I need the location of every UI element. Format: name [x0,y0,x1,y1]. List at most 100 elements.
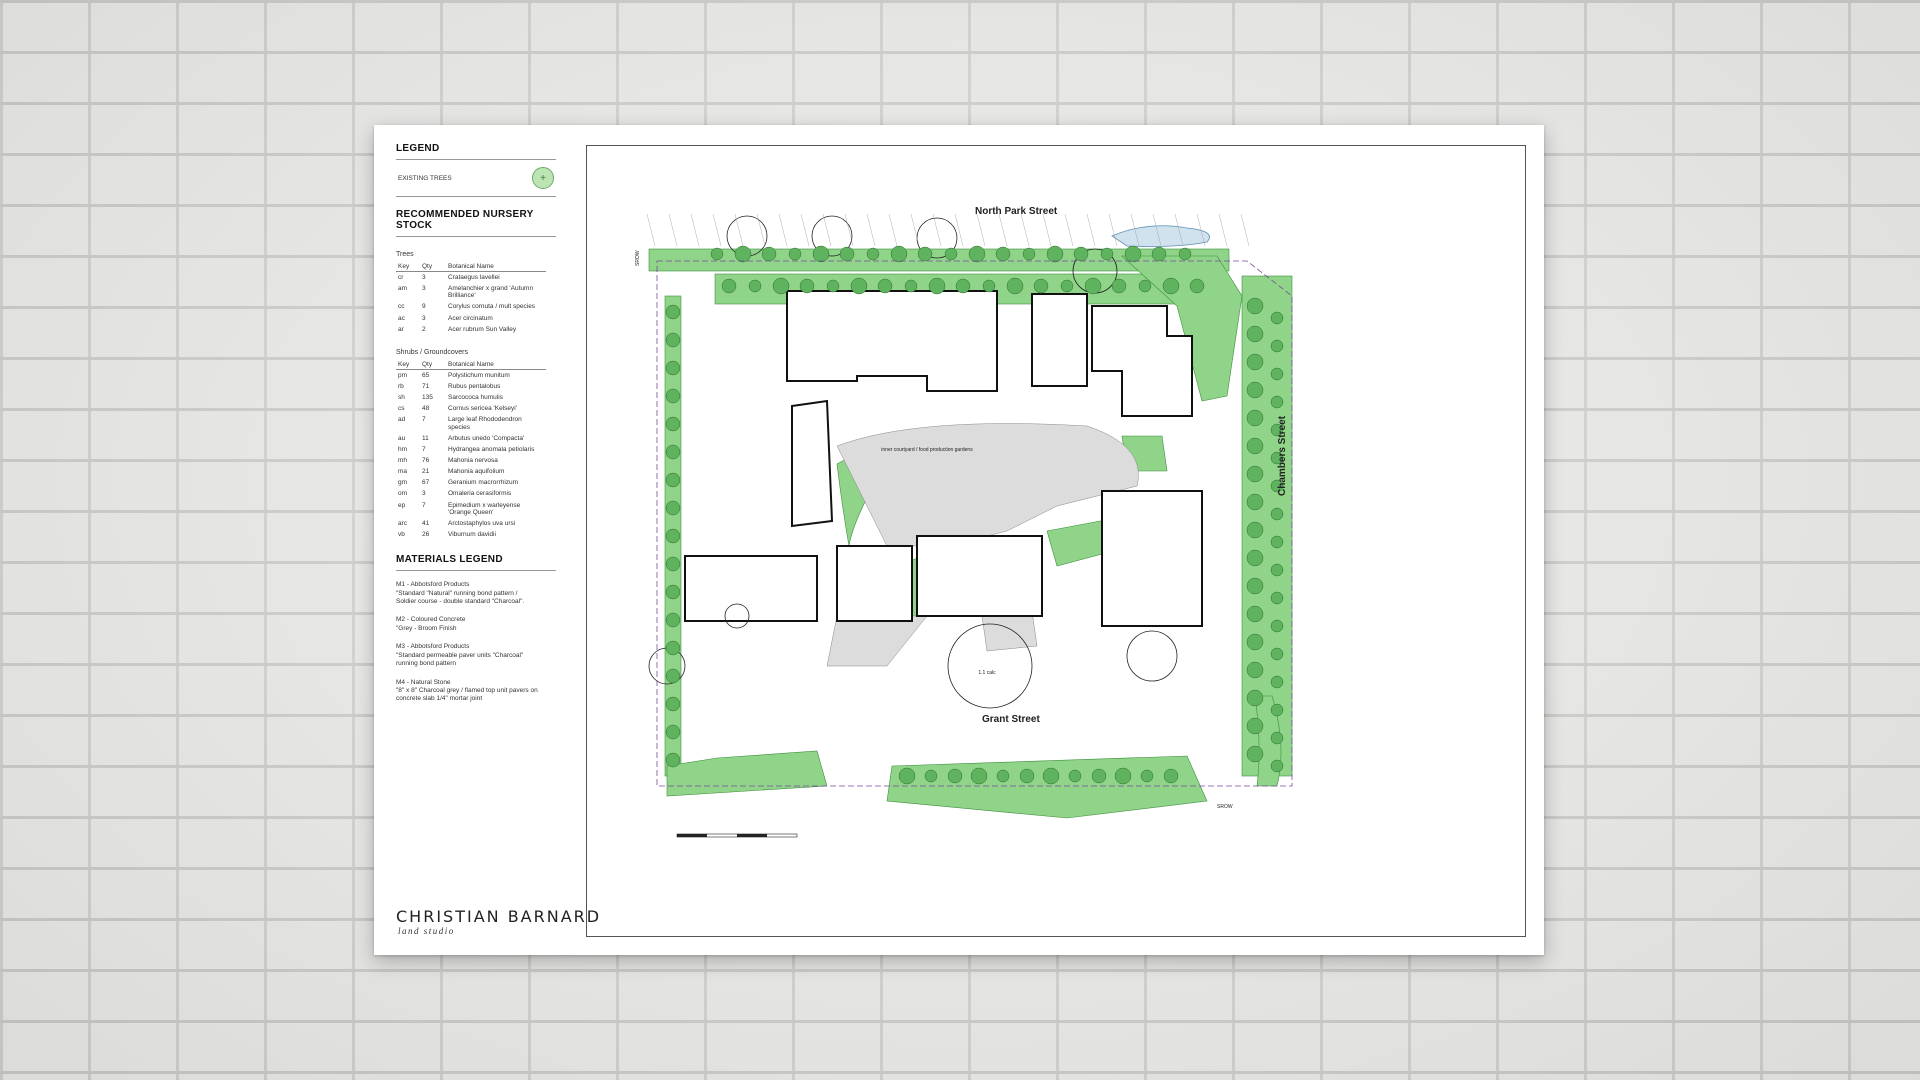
building-south-1 [836,545,913,622]
planting-symbol [1178,247,1192,261]
planting-symbol [866,247,880,261]
material-line1: M2 - Coloured Concrete [396,616,466,624]
planting-symbol [1068,769,1082,783]
sw-planting [666,750,828,797]
cell-key: pm [398,371,408,379]
planting-symbol [1163,768,1179,784]
planting-symbol [1246,353,1264,371]
street-east: Chambers Street [1277,415,1288,496]
planting-symbol [1114,767,1132,785]
planting-symbol [1084,277,1102,295]
planting-symbol [898,767,916,785]
leader-line [712,213,722,247]
planting-symbol [1246,717,1264,735]
material-item: M3 - Abbotsford Products"Standard permea… [396,643,556,668]
leader-line [1130,213,1140,247]
planting-symbol [665,304,681,320]
planting-symbol [995,246,1011,262]
planting-symbol [665,584,681,600]
leader-line [976,213,986,247]
srow-south-label: SROW [1217,804,1233,810]
leader-line [1108,213,1118,247]
cell-key: sh [398,394,405,402]
leader-line [1218,213,1228,247]
cell-key: ac [398,314,405,322]
planting-symbol [1270,647,1284,661]
leader-line [1152,213,1162,247]
cell-name: Mahonia aquifolium [448,468,505,476]
cell-qty: 41 [422,519,430,527]
leader-line [1020,213,1030,247]
cell-name: Amelanchier x grand 'Autumn Brilliance' [448,285,534,300]
cell-key: vb [398,530,405,538]
planting-symbol [665,612,681,628]
planting-symbol [1270,619,1284,633]
building-north-east-1 [1031,293,1088,387]
planting-symbol [877,278,893,294]
planting-symbol [1270,451,1284,465]
cell-name: Sarcococa humulis [448,394,503,402]
planting-symbol [1140,769,1154,783]
scale-bar [676,833,798,838]
planting-symbol [1270,731,1284,745]
planting-symbol [1270,367,1284,381]
cell-name: Omaleria cerasiformis [448,490,512,498]
cell-key: om [398,490,408,498]
material-item: M4 - Natural Stone"8" x 8" Charcoal grey… [396,679,556,704]
planting-symbol [928,277,946,295]
central-paving [836,423,1139,547]
cell-key: au [398,434,406,442]
cell-qty: 7 [422,501,426,509]
south-planting [886,755,1208,819]
leader-line [932,213,942,247]
leader-line [998,213,1008,247]
cell-name: Epimedium x warleyense 'Orange Queen' [448,501,521,516]
leader-line [690,213,700,247]
cell-qty: 7 [422,416,426,424]
planting-symbol [924,769,938,783]
planting-symbol [665,556,681,572]
planting-symbol [1124,245,1142,263]
cell-qty: 2 [422,325,426,333]
leader-line [822,213,832,247]
cell-name: Geranium macrorrhizum [448,479,519,487]
leader-line [778,213,788,247]
planting-symbol [1270,339,1284,353]
cell-qty: 26 [422,530,430,538]
leader-line [646,213,656,247]
leader-line [1086,213,1096,247]
planting-symbol [1151,246,1167,262]
planting-symbol [1073,246,1089,262]
planting-symbol [1189,278,1205,294]
brand-logo: CHRISTIAN BARNARD land studio [396,907,601,936]
planting-symbol [1246,633,1264,651]
planting-symbol [826,279,840,293]
ne-planting [1121,255,1243,402]
planting-symbol [1270,479,1284,493]
cell-qty: 76 [422,456,430,464]
courtyard-label: inner courtyard / food production garden… [881,447,973,453]
planting-symbol [970,767,988,785]
leader-line [668,213,678,247]
cell-qty: 3 [422,274,426,281]
cell-qty: 3 [422,285,426,293]
planting-symbol [1046,245,1064,263]
leader-line [1064,213,1074,247]
planting-symbol [1033,278,1049,294]
planting-symbol [1111,278,1127,294]
cell-qty: 3 [422,314,426,322]
street-south: Grant Street [982,714,1040,725]
cell-name: Rubus pentalobus [448,382,501,390]
planting-symbol [1246,493,1264,511]
street-north: North Park Street [975,206,1058,217]
